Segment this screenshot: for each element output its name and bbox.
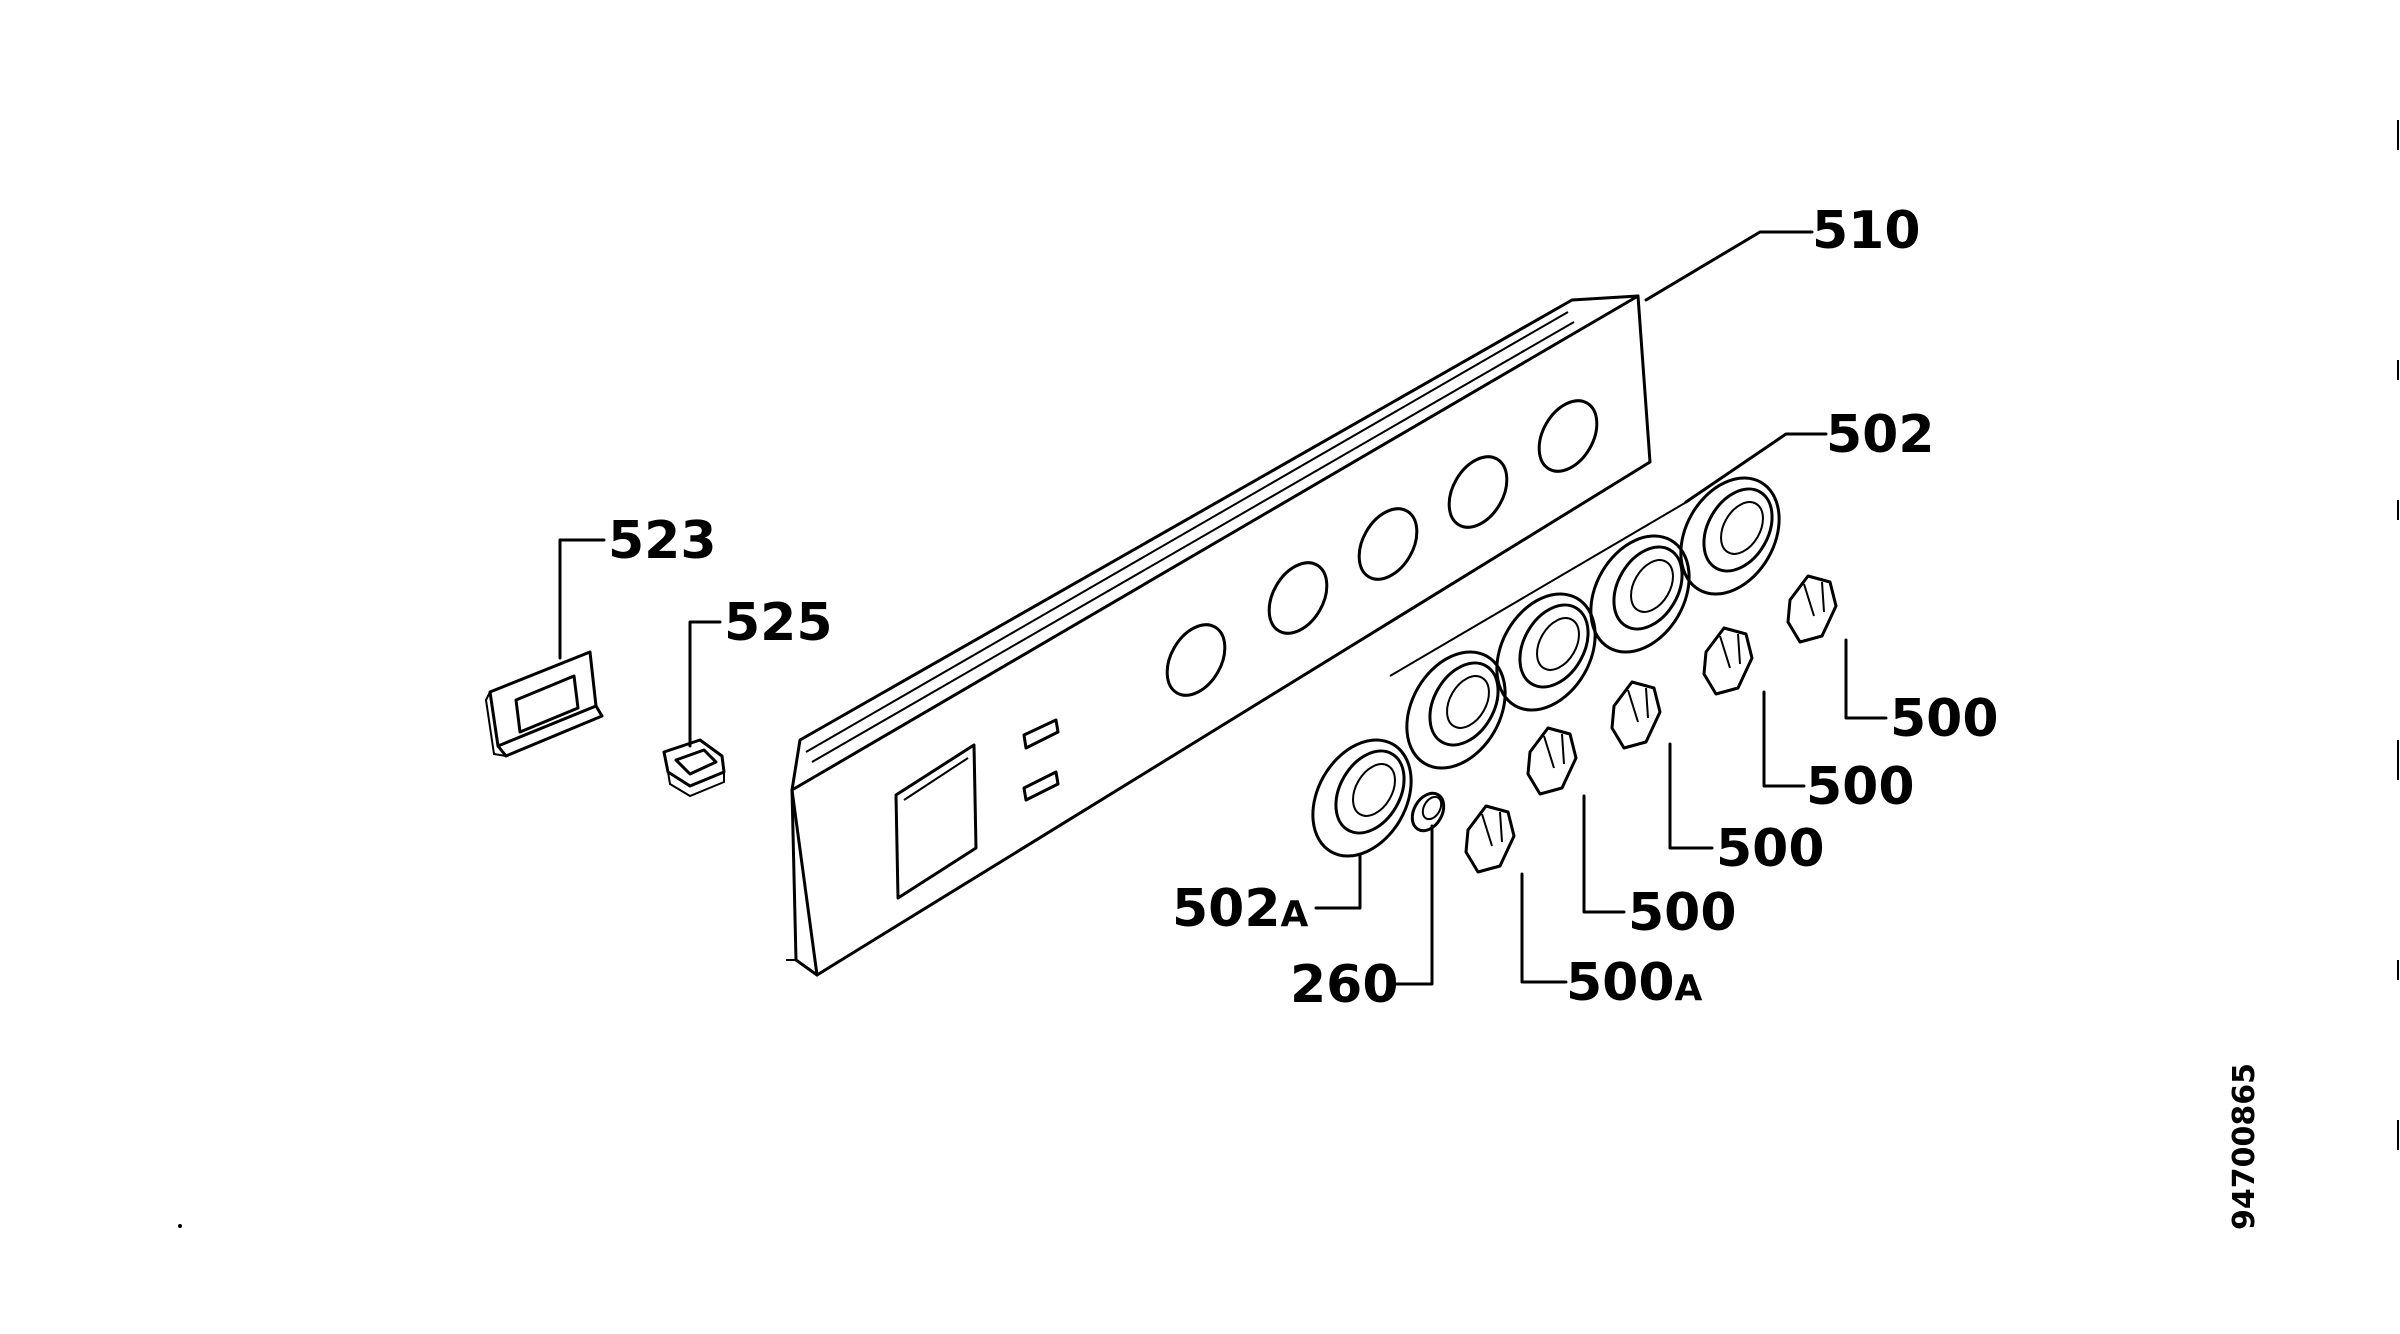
drawing-code: 94700865 [2227, 1063, 2262, 1230]
knob-500-3 [1702, 626, 1754, 696]
switch-523 [484, 650, 604, 758]
bezel-502-3 [1589, 534, 1691, 654]
bezel-502a [1311, 738, 1413, 858]
knob-500-1 [1526, 726, 1578, 796]
label-500-4: 500 [1890, 689, 1999, 749]
knob-500-2 [1610, 680, 1662, 750]
label-260: 260 [1290, 955, 1399, 1015]
label-500-1: 500 [1628, 883, 1737, 943]
bezel-502-4 [1679, 476, 1781, 596]
knob-500-4 [1786, 574, 1838, 644]
label-502a: 502A [1172, 879, 1309, 939]
spring-260 [1410, 791, 1446, 833]
label-525: 525 [724, 593, 833, 653]
scan-edge-marks [178, 120, 2399, 1228]
bezel-502-2 [1495, 592, 1597, 712]
knob-500a [1464, 804, 1516, 874]
control-panel-510 [786, 294, 1652, 977]
leader-lines [558, 230, 1888, 986]
button-525 [662, 738, 726, 798]
label-523: 523 [608, 511, 717, 571]
label-500a: 500A [1566, 953, 1703, 1013]
label-500-3: 500 [1806, 757, 1915, 817]
label-500-2: 500 [1716, 819, 1825, 879]
label-510: 510 [1812, 201, 1921, 261]
part-labels: 510 502 523 525 502A 260 500A 500 500 50… [608, 201, 2262, 1230]
label-502: 502 [1826, 405, 1935, 465]
bezel-group-502 [1311, 476, 1781, 858]
bezel-502-1 [1405, 650, 1507, 770]
